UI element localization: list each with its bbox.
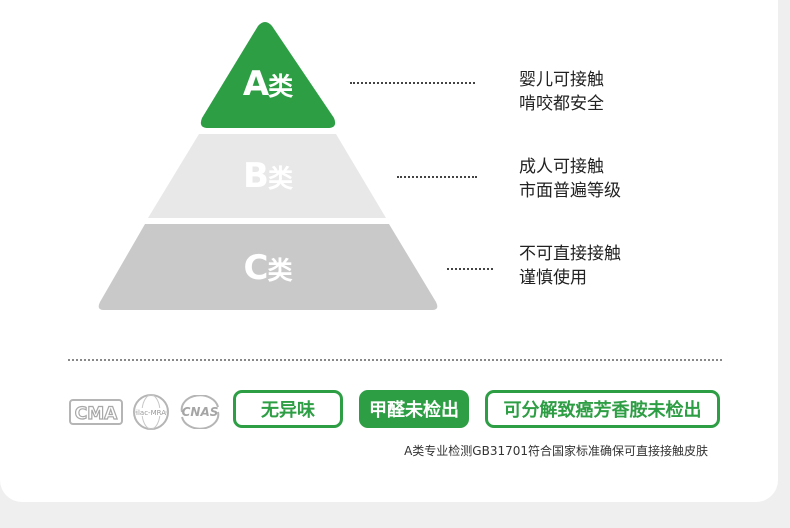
- tier-b-label: B类: [228, 156, 308, 196]
- cnas-icon: CNAS: [180, 395, 220, 429]
- tier-b-shape: [148, 134, 386, 218]
- tier-c-label: C类: [228, 248, 308, 288]
- tier-a-description: 婴儿可接触 啃咬都安全: [519, 68, 604, 116]
- tier-c-line-2: 谨慎使用: [519, 268, 587, 288]
- pyramid-graphic: [98, 22, 438, 310]
- content-card: A类 B类 C类 婴儿可接触 啃咬都安全 成人可接触 市面普遍等级 不可直接接触…: [0, 0, 778, 502]
- tier-a-letter: A: [242, 64, 269, 104]
- tier-c-suffix: 类: [267, 256, 293, 285]
- cnas-text: CNAS: [182, 405, 219, 419]
- badge-aromatic-amines-not-detected: 可分解致癌芳香胺未检出: [485, 390, 720, 428]
- tier-c-shape: [98, 224, 438, 310]
- tier-c-line-1: 不可直接接触: [519, 244, 621, 264]
- cnas-logo: CNAS: [176, 395, 224, 429]
- tier-a-suffix: 类: [268, 72, 294, 101]
- tier-c-letter: C: [243, 248, 269, 288]
- tier-a-leader: [350, 82, 475, 84]
- tier-a-line-2: 啃咬都安全: [519, 94, 604, 114]
- badge-no-odor: 无异味: [233, 390, 343, 428]
- tier-b-leader: [397, 176, 477, 178]
- tier-b-suffix: 类: [267, 164, 293, 193]
- tier-c-leader: [447, 268, 493, 270]
- tier-b-letter: B: [243, 156, 269, 196]
- tier-c-description: 不可直接接触 谨慎使用: [519, 242, 621, 290]
- tier-a-label: A类: [228, 64, 308, 104]
- cma-text: CMA: [75, 404, 118, 424]
- footnote: A类专业检测GB31701符合国家标准确保可直接接触皮肤: [404, 444, 708, 458]
- tier-a-line-1: 婴儿可接触: [519, 70, 604, 90]
- badge-formaldehyde-not-detected: 甲醛未检出: [359, 390, 469, 428]
- tier-b-line-1: 成人可接触: [519, 157, 604, 177]
- cma-logo: CMA: [68, 395, 124, 429]
- tier-b-line-2: 市面普遍等级: [519, 181, 621, 201]
- tier-b-description: 成人可接触 市面普遍等级: [519, 155, 621, 203]
- tier-a-shape: [200, 22, 336, 128]
- cma-icon: CMA: [69, 399, 123, 425]
- ilac-mra-text: ilac-MRA: [136, 409, 166, 417]
- section-divider: [68, 359, 722, 361]
- ilac-mra-icon: ilac-MRA: [133, 394, 169, 430]
- ilac-mra-logo: ilac-MRA: [130, 394, 172, 430]
